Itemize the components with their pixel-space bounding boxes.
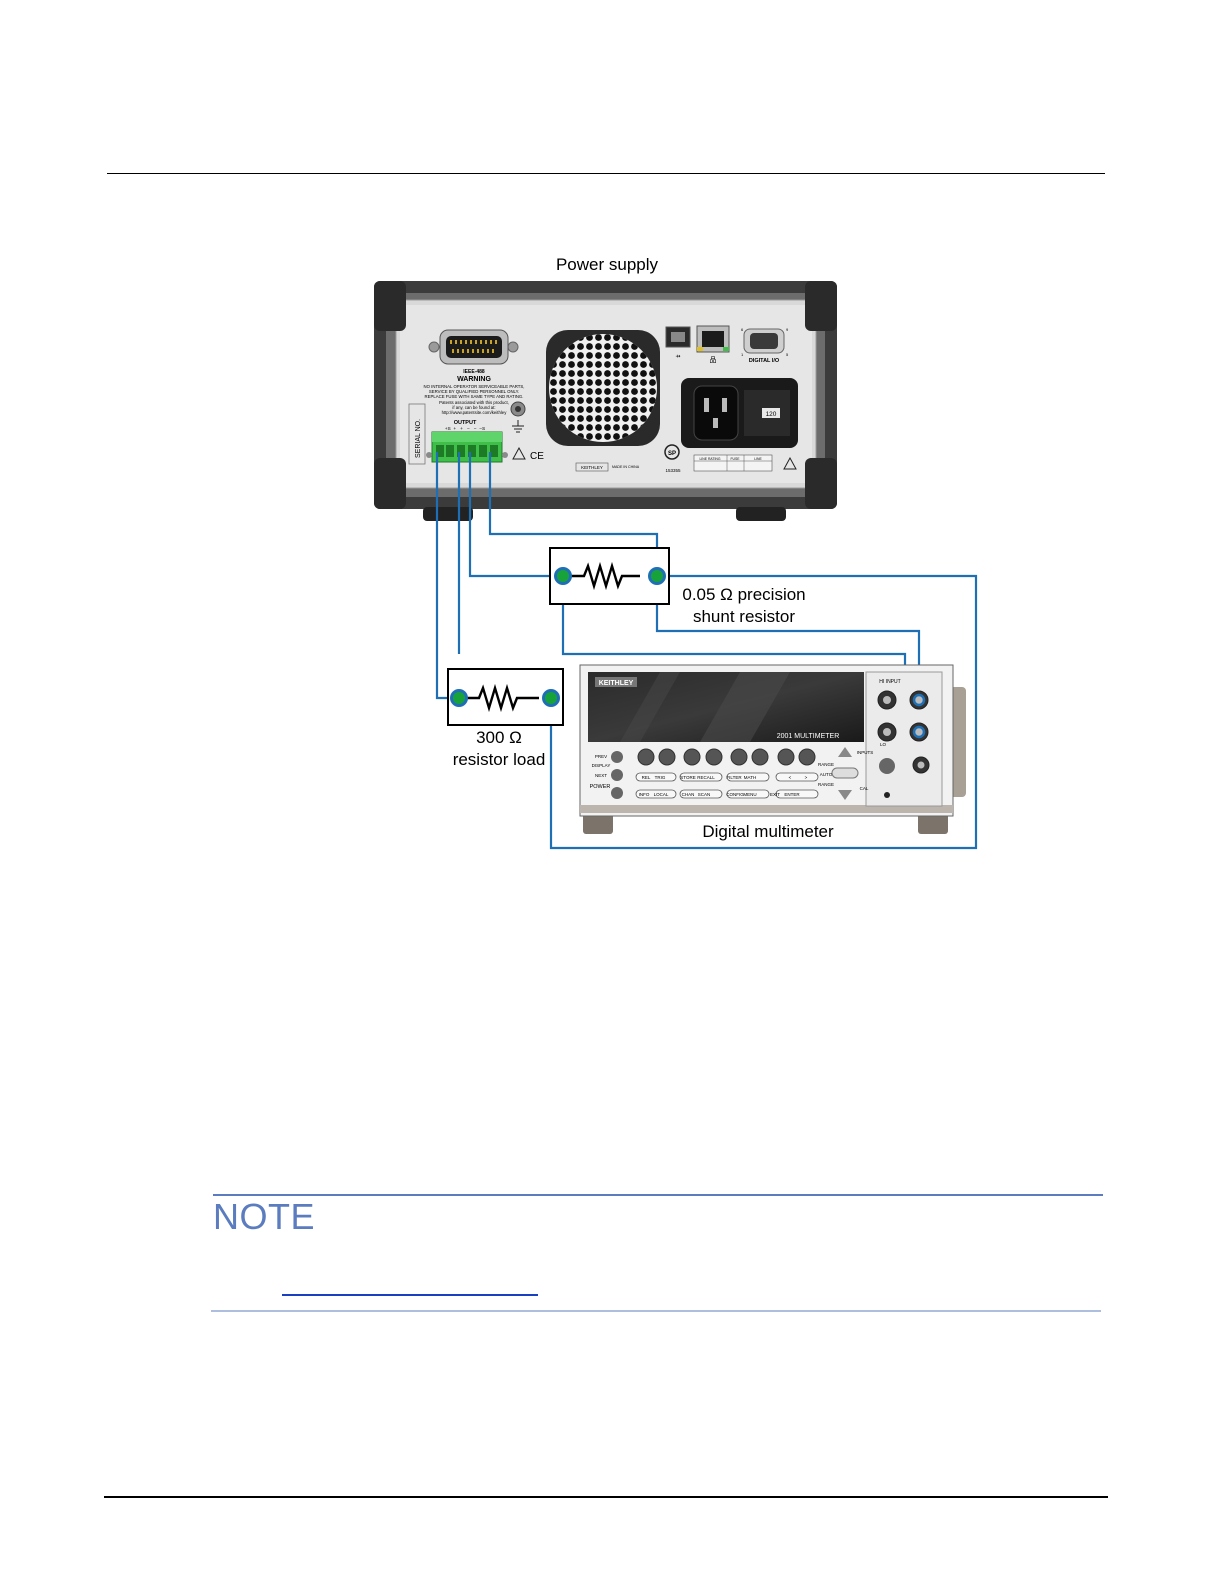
power-supply-label: Power supply [556,255,659,274]
dmm-btn-local: LOCAL [654,792,669,797]
dmm-range-2: RANGE [818,782,834,787]
dmm-lo: LO [880,742,887,747]
shunt-node-left [554,567,572,585]
warning-line-3: REPLACE FUSE WITH SAME TYPE AND RATING. [425,394,524,399]
svg-text:6: 6 [741,327,744,332]
load-label-line1: 300 Ω [476,728,522,747]
caution-icon-2 [783,456,797,470]
dmm-label: Digital multimeter [702,822,834,841]
digital-io-connector: 6 9 1 5 [741,327,789,357]
warning-line-5: if any, can be found at: [452,405,495,410]
shunt-node-right [648,567,666,585]
warning-title: WARNING [457,376,491,383]
made-in: MADE IN CHINA [612,465,640,469]
keithley-badge: KEITHLEY [581,465,603,470]
rating-header-fuse: FUSE [730,457,740,461]
load-node-right [542,689,560,707]
voltage-selector: 120 [766,411,777,418]
note-title: NOTE [213,1196,316,1237]
output-terminal-block [426,431,508,463]
load-resistor-symbol [467,683,539,713]
dmm-prev: PREV [595,754,607,759]
dmm-inputs: INPUTS [857,750,874,755]
dmm-btn-math: MATH [744,775,756,780]
svg-text:SP: SP [668,451,676,457]
warning-line-1: NO INTERNAL OPERATOR SERVICEABLE PARTS, [424,384,525,389]
dmm-btn-info: INFO [639,792,650,797]
load-label-line2: resistor load [453,750,546,769]
footer-rule [104,1496,1108,1498]
shunt-label-line1: 0.05 Ω precision [682,585,805,604]
dmm-auto: AUTO [820,772,833,777]
serial-label: SERIAL NO. [415,419,422,458]
rating-header-line: LINE RATING [699,457,720,461]
ieee488-connector [428,329,519,365]
dmm-hi-input: HI INPUT [879,679,900,685]
dmm-display: DISPLAY [592,763,611,768]
power-supply-rear-panel: IEEE-488 WARNING NO INTERNAL OPERATOR SE… [374,281,837,521]
dmm-btn-rel: REL [642,775,651,780]
ce-mark: CE [530,451,544,462]
output-label: OUTPUT [454,420,477,426]
ground-icon [512,420,524,433]
dmm-btn-filter: FILTER [726,775,742,780]
note-link[interactable] [282,1276,538,1296]
dmm-btn-right: > [805,775,808,780]
csa-mark [664,444,680,460]
load-resistor [447,668,564,726]
rating-table: LINE RATING FUSE LINE [693,454,773,472]
wire-shunt-to-load [549,574,978,850]
dmm-btn-enter: ENTER [784,792,800,797]
dmm-btn-menu: MENU [743,792,756,797]
dmm-brand: KEITHLEY [599,680,634,687]
caution-icon [512,446,526,460]
dmm-btn-store: STORE [680,775,695,780]
digital-io-label: DIGITAL I/O [749,358,780,364]
dmm-btn-chan: CHAN [682,792,695,797]
csa-number: 153355 [665,468,681,473]
dmm-range: RANGE [818,762,834,767]
dmm-btn-scan: SCAN [698,792,711,797]
svg-text:5: 5 [786,352,789,357]
dmm-hi-node [912,693,926,707]
dmm-model: 2001 MULTIMETER [777,733,840,740]
dmm-btn-left: < [789,775,792,780]
shunt-resistor [549,547,670,605]
svg-text:9: 9 [786,327,789,332]
fan-grille [546,330,660,446]
wire-output-minus [468,452,563,578]
terminal-labels: +S + + − − −S [445,426,486,432]
shunt-resistor-symbol [570,561,640,591]
load-node-left [450,689,468,707]
digital-multimeter [579,664,966,834]
warning-line-4: Patents associated with this product, [439,400,509,405]
header-rule [107,173,1105,174]
dmm-next: NEXT [595,773,607,778]
ieee-label: IEEE-488 [463,369,485,375]
ac-power-inlet [681,378,798,448]
dmm-lo-node [912,725,926,739]
warning-line-6: http://www.patentsite.com/keithley [442,410,508,415]
dmm-btn-recall: RECALL [697,775,715,780]
dmm-btn-trig: TRIG [655,775,666,780]
usb-icon: ⇸ [675,354,680,360]
dmm-power: POWER [590,784,611,790]
dmm-cal: CAL [860,786,869,791]
dmm-btn-config: CONFIG [726,792,744,797]
lan-icon: 品 [710,356,717,364]
rating-header-line2: LINE [754,457,762,461]
svg-text:1: 1 [741,352,744,357]
shunt-label-line2: shunt resistor [693,607,795,626]
warning-line-2: SERVICE BY QUALIFIED PERSONNEL ONLY. [429,389,519,394]
dmm-btn-exit: EXIT [770,792,780,797]
